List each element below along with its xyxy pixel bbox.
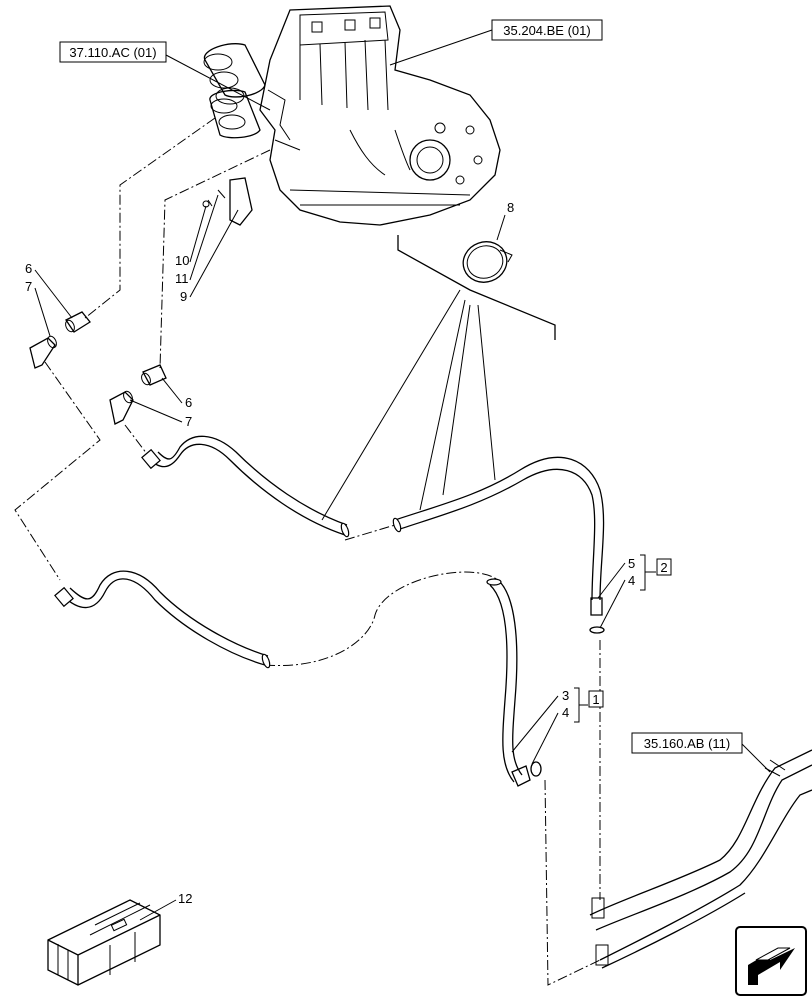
svg-text:35.204.BE (01): 35.204.BE (01) [503,23,590,38]
svg-text:37.110.AC (01): 37.110.AC (01) [69,45,156,60]
svg-text:10: 10 [175,253,189,268]
kit-callout-2: 5 4 2 [597,554,672,629]
ref-box-35160[interactable]: 35.160.AB (11) [631,732,771,773]
svg-text:1: 1 [592,692,599,707]
lower-pipes [589,749,812,969]
hose-lower[interactable] [54,570,542,787]
svg-text:3: 3 [562,688,569,703]
hose-leaders [321,289,496,521]
ref-box-37110[interactable]: 37.110.AC (01) [59,41,271,111]
svg-text:2: 2 [660,560,667,575]
transmission-assembly [202,5,501,226]
svg-text:12: 12 [178,891,192,906]
crate-12[interactable]: 12 [47,891,192,986]
svg-text:8: 8 [507,200,514,215]
valve-spools [203,43,301,151]
bracket [229,177,253,226]
svg-text:9: 9 [180,289,187,304]
fittings-6-7-upper[interactable]: 6 7 [25,261,91,369]
svg-text:35.160.AB (11): 35.160.AB (11) [644,736,730,751]
fittings-6-7-middle[interactable]: 6 7 [109,364,192,429]
section-line [397,235,556,340]
assembly-lines [14,117,601,986]
clamp-8[interactable]: 8 [457,200,514,288]
hose-upper[interactable] [141,435,605,634]
svg-text:4: 4 [628,573,635,588]
arrow-return-icon[interactable] [735,926,807,996]
svg-text:6: 6 [185,395,192,410]
svg-text:7: 7 [25,279,32,294]
svg-text:11: 11 [175,271,189,286]
svg-text:7: 7 [185,414,192,429]
svg-text:4: 4 [562,705,569,720]
svg-text:6: 6 [25,261,32,276]
kit-callout-1: 3 4 1 [511,687,604,765]
svg-text:5: 5 [628,556,635,571]
callouts-9-10-11: 10 11 9 [175,194,239,304]
ref-box-35204[interactable]: 35.204.BE (01) [389,19,603,66]
